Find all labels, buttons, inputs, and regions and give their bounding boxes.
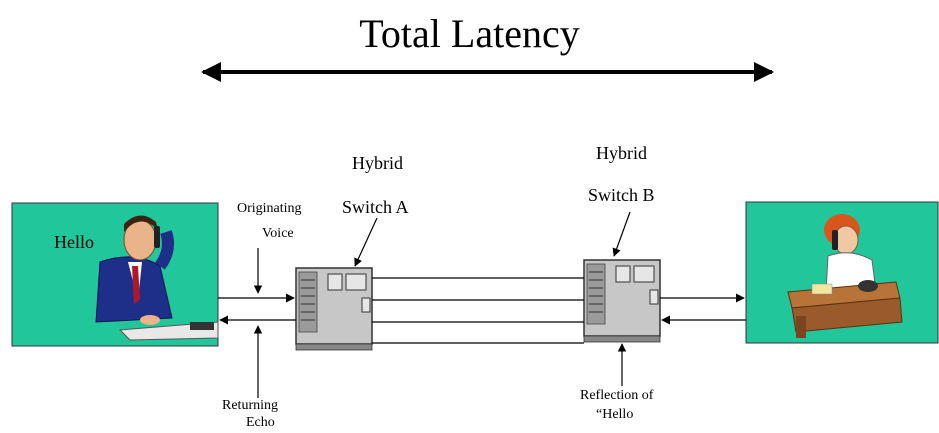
- switch-a-pointer-arrow: [354, 217, 378, 267]
- trunk-lines: [372, 277, 584, 344]
- switch-a-label-line1: Hybrid: [352, 153, 403, 173]
- reflection-label-line2: “Hello: [596, 407, 634, 422]
- switch-a-label-line2: Switch A: [342, 197, 409, 217]
- man-on-phone-at-desk-icon: [95, 215, 219, 341]
- diagram-title: Total Latency: [359, 11, 580, 56]
- woman-on-phone-at-desk-icon: [787, 214, 903, 338]
- switch-b-pointer-arrow: [612, 211, 631, 257]
- originating-label-line1: Originating: [237, 201, 302, 216]
- switch-b-label-line2: Switch B: [588, 185, 655, 205]
- hello-label: Hello: [54, 232, 94, 252]
- switch-b-label-line1: Hybrid: [596, 143, 647, 163]
- originating-label-line2: Voice: [262, 226, 294, 241]
- server-cabinet-icon: [295, 267, 373, 351]
- returning-label-line1: Returning: [222, 398, 278, 413]
- server-cabinet-icon: [583, 259, 661, 343]
- returning-label-line2: Echo: [246, 415, 275, 430]
- reflection-label-line1: Reflection of: [580, 388, 654, 403]
